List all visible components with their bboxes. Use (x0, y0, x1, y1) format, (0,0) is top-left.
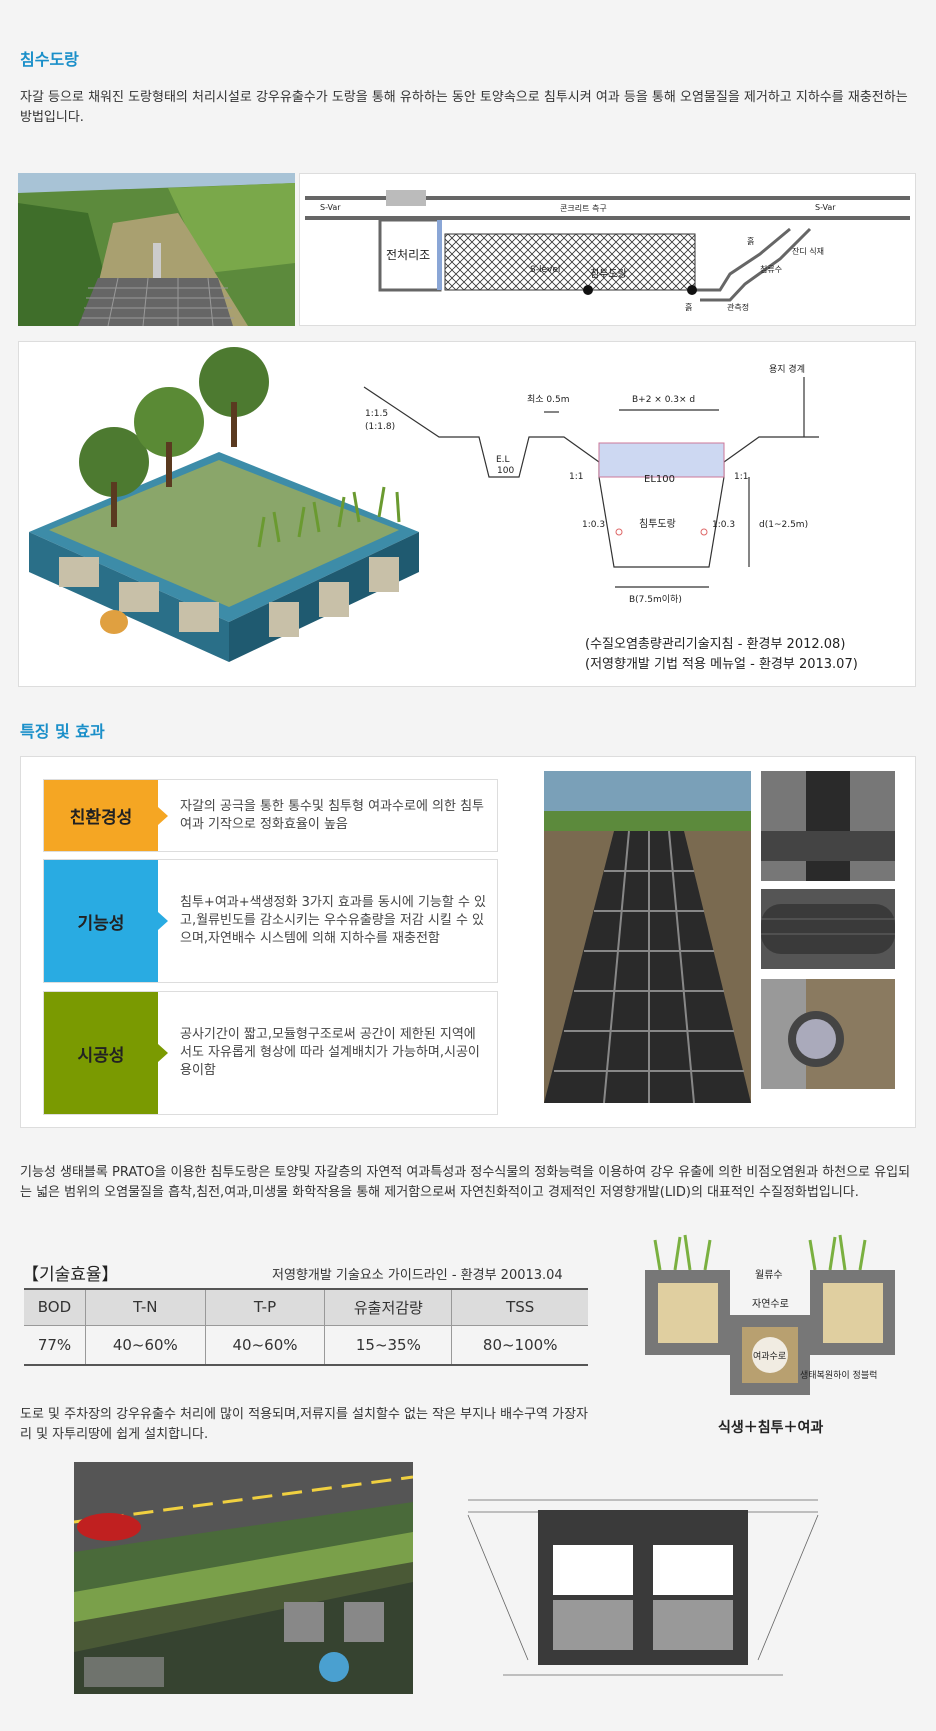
pretreatment-label: 전처리조 (386, 248, 430, 262)
table-header: T-P (204, 1288, 326, 1326)
road-installation-illustration (74, 1462, 413, 1694)
one-one-right-label: 1:1 (734, 472, 748, 482)
module-caption: 식생＋침투＋여과 (718, 1420, 824, 1436)
table-cell: 15~35% (324, 1324, 453, 1366)
slope-15-label: 1:1.5 (365, 409, 388, 419)
block-detail-photo-1 (761, 771, 895, 881)
infiltration-label: 침투도랑 (590, 268, 627, 280)
bottom-label: B(7.5m이하) (629, 594, 682, 605)
natural-channel-label: 자연수로 (752, 1298, 789, 1310)
depth-label: d(1~2.5m) (759, 520, 808, 530)
features-card: 친환경성 자갈의 공극을 통한 통수및 침투형 여과수로에 의한 침투여과 기작… (20, 756, 916, 1128)
trench-photo (18, 173, 295, 326)
trench-profile-diagram: S-Var S-Var 콘크리트 측구 전처리조 S-level 침투도랑 흙 … (299, 173, 916, 326)
table-cell: 80~100% (451, 1324, 588, 1366)
cross-section-box: 용지 경계 최소 0.5m B+2 × 0.3× d 1:1.5 (1:1.8)… (18, 341, 916, 687)
soil-label-a: 흙 (747, 236, 754, 246)
feature-desc-construction: 공사기간이 짧고,모듈형구조로써 공간이 제한된 지역에 서도 자유롭게 형상에… (180, 1027, 480, 1078)
min-label: 최소 0.5m (527, 394, 570, 405)
s-var-left-label: S-Var (320, 203, 341, 212)
infiltrated-water-label: 침류수 (760, 265, 782, 274)
one-one-left-label: 1:1 (569, 472, 583, 482)
feature-row-eco: 친환경성 자갈의 공극을 통한 통수및 침투형 여과수로에 의한 침투여과 기작… (43, 779, 498, 852)
el-100-small-label: 100 (497, 466, 514, 476)
tech-efficiency-source: 저영향개발 기술요소 가이드라인 - 환경부 20013.04 (272, 1268, 563, 1283)
table-header: 유출저감량 (324, 1288, 453, 1326)
source-2: (저영향개발 기법 적용 메뉴얼 - 환경부 2013.07) (585, 657, 858, 672)
infiltration-description: 자갈 등으로 채워진 도랑형태의 처리시설로 강우유출수가 도랑을 통해 유하하… (20, 90, 908, 125)
section-title-features: 특징 및 효과 (20, 722, 105, 741)
table-cell: 77% (24, 1324, 86, 1366)
table-header: TSS (451, 1288, 588, 1326)
efficiency-table: BOD T-N T-P 유출저감량 TSS 77% 40~60% 40~60% … (24, 1288, 588, 1366)
soil-label-b: 흙 (685, 302, 692, 312)
feature-tag-function: 기능성 (44, 860, 168, 982)
block-dimension-drawing (463, 1490, 823, 1685)
feature-row-function: 기능성 침투+여과+색생정화 3가지 효과를 동시에 기능할 수 있고,월류빈도… (43, 859, 498, 983)
width-formula-label: B+2 × 0.3× d (632, 395, 695, 405)
s-var-right-label: S-Var (815, 203, 836, 212)
concrete-label: 콘크리트 측구 (560, 204, 607, 213)
eco-block-illustration (29, 347, 419, 662)
feature-row-construction: 시공성 공사기간이 짧고,모듈형구조로써 공간이 제한된 지역에 서도 자유롭게… (43, 991, 498, 1115)
filter-channel-label: 여과수로 (753, 1350, 786, 1362)
table-header: BOD (24, 1288, 86, 1326)
table-cell: 40~60% (84, 1324, 206, 1366)
boundary-label: 용지 경계 (769, 363, 805, 375)
block-label: 생태복원하이 정블럭 (800, 1369, 877, 1381)
slope-18-label: (1:1.8) (365, 422, 395, 432)
module-diagram: 월류수 자연수로 여과수로 생태복원하이 정블럭 (640, 1225, 910, 1395)
overflow-label: 월류수 (755, 1269, 783, 1281)
block-detail-photo-3 (761, 979, 895, 1089)
table-header: T-N (84, 1288, 206, 1326)
section-title-infiltration: 침수도랑 (20, 50, 79, 69)
feature-desc-function: 침투+여과+색생정화 3가지 효과를 동시에 기능할 수 있고,월류빈도를 감소… (180, 895, 487, 946)
application-description: 도로 및 주차장의 강우유출수 처리에 많이 적용되며,저류지를 설치할수 없는… (20, 1407, 589, 1442)
trench-center-label: 침투도랑 (639, 518, 676, 530)
tech-efficiency-title: 【기술효율】 (22, 1265, 119, 1285)
feature-desc-eco: 자갈의 공극을 통한 통수및 침투형 여과수로에 의한 침투여과 기작으로 정화… (180, 798, 485, 832)
el-label: E.L (496, 455, 510, 465)
s-level-label: S-level (530, 265, 560, 275)
lawn-label: 잔디 식재 (792, 246, 824, 256)
feature-tag-construction: 시공성 (44, 992, 168, 1114)
block-detail-photo-2 (761, 889, 895, 969)
source-1: (수질오염총량관리기술지침 - 환경부 2012.08) (585, 637, 846, 652)
table-cell: 40~60% (204, 1324, 326, 1366)
el100-label: EL100 (644, 474, 675, 485)
prato-description: 기능성 생태블록 PRATO을 이용한 침투도랑은 토양및 자갈층의 자연적 여… (20, 1165, 911, 1200)
feature-tag-eco: 친환경성 (44, 780, 168, 851)
slope-03-right-label: 1:0.3 (712, 520, 735, 530)
slope-03-left-label: 1:0.3 (582, 520, 605, 530)
module-installation-photo (544, 771, 751, 1103)
observation-label: 관측정 (727, 302, 749, 312)
